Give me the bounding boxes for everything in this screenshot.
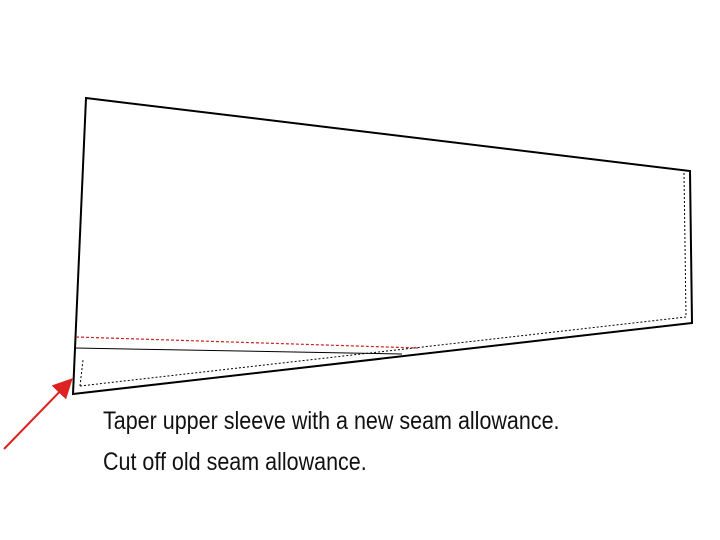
caption-line-1: Taper upper sleeve with a new seam allow… bbox=[103, 407, 560, 435]
caption-line-2: Cut off old seam allowance. bbox=[103, 448, 367, 476]
right-seam-allowance-dotted bbox=[683, 172, 687, 318]
new-seam-allowance-red-dashed bbox=[75, 336, 419, 349]
taper-cut-line bbox=[74, 347, 403, 355]
left-seam-allowance-dotted bbox=[79, 359, 84, 387]
sleeve-outline bbox=[71, 96, 694, 396]
bottom-seam-allowance-dotted bbox=[79, 316, 687, 387]
pointer-arrow bbox=[3, 378, 73, 450]
